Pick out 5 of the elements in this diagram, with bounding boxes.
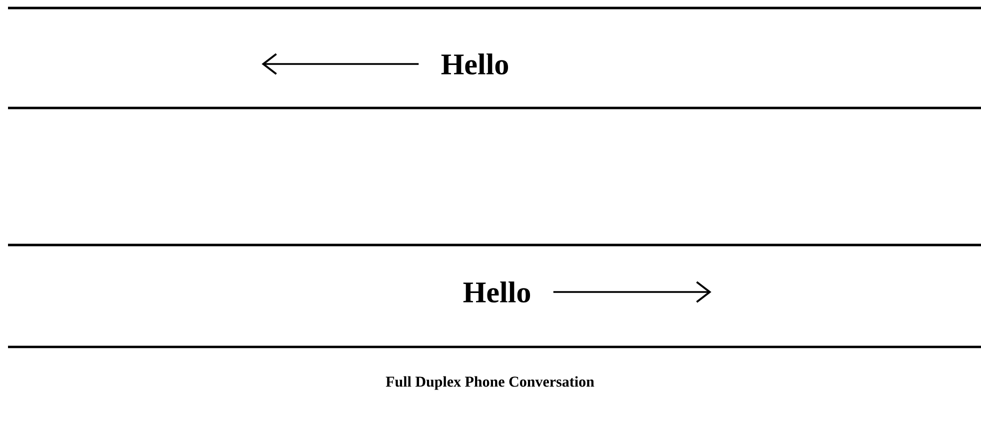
caption: Full Duplex Phone Conversation: [386, 376, 594, 390]
message-label: Hello: [463, 281, 530, 303]
arrow: [262, 53, 419, 75]
arrow: [553, 281, 712, 303]
message-label: Hello: [441, 53, 508, 75]
